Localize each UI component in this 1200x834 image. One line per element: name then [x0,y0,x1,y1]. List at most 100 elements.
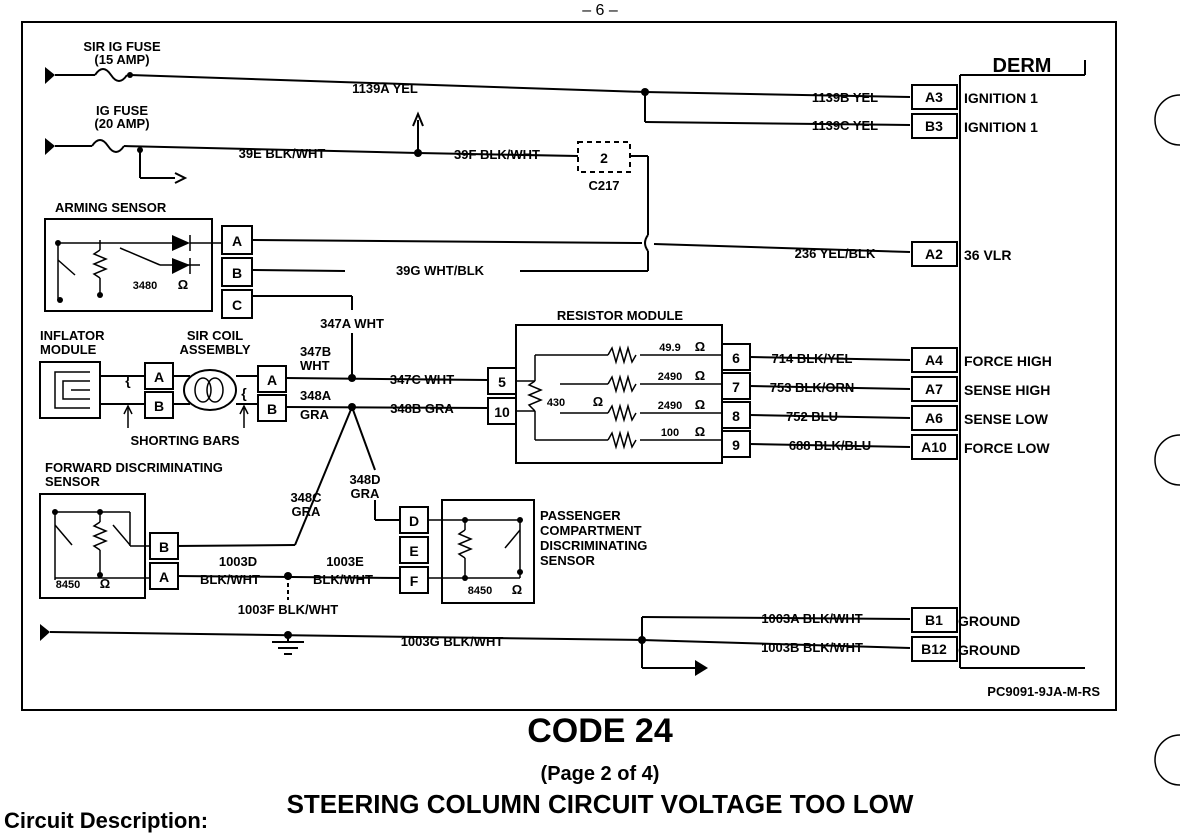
pin-5: 5 [498,374,506,390]
inflator-module: INFLATOR MODULE { [39,328,145,419]
wire-1139c-label: 1139C YEL [812,118,878,133]
derm-pin-b3: B3 [925,118,943,134]
inflator-title-2: MODULE [40,342,97,357]
wire-348b-label: 348B GRA [390,401,454,416]
pin-d: D [409,513,419,529]
wire-1003d-color: BLK/WHT [200,572,260,587]
ground-icon [272,641,304,655]
forward-discriminating-sensor: FORWARD DISCRIMINATING SENSOR 8450 Ω [39,460,223,599]
passenger-title-3: DISCRIMINATING [540,538,647,553]
derm-function: SENSE LOW [964,411,1049,427]
pin-a: A [154,369,164,385]
arming-sensor-title: ARMING SENSOR [55,200,167,215]
wire-348c-color: GRA [292,504,322,519]
page-number: – 6 – [582,2,618,19]
resistor-value: 2490 [658,371,682,383]
derm-pin-a4: A4 [925,352,943,368]
derm-function: IGNITION 1 [964,90,1038,106]
pin-9: 9 [732,437,740,453]
passenger-title-1: PASSENGER [540,508,621,523]
wire-1003g-label: 1003G BLK/WHT [401,634,504,649]
derm-pin-b12: B12 [921,641,947,657]
ground-terminal-icon [40,624,50,641]
pin-10: 10 [494,404,510,420]
pin-6: 6 [732,350,740,366]
resistor-value: 49.9 [659,342,680,354]
code-title: CODE 24 [527,712,673,750]
pin-b: B [154,398,164,414]
wire-1003b-label: 1003B BLK/WHT [761,640,863,655]
ohm-symbol: Ω [695,397,705,412]
shorting-bar-icon: { [125,372,131,388]
wire-347c-label: 347C WHT [390,372,454,387]
derm-function: FORCE LOW [964,440,1050,456]
derm-function: GROUND [958,642,1020,658]
derm-pin-a6: A6 [925,410,943,426]
passenger-sensor-connector: D E F [399,506,429,594]
ohm-symbol: Ω [512,582,522,597]
pin-b: B [159,539,169,555]
sir-coil-assembly: SIR COIL ASSEMBLY { [173,328,258,411]
wire-236-label: 236 YEL/BLK [795,246,876,261]
ohm-symbol: Ω [695,424,705,439]
inflator-title-1: INFLATOR [40,328,105,343]
sir-coil-title-2: ASSEMBLY [179,342,250,357]
ohm-symbol: Ω [178,277,188,292]
derm-pin-a3: A3 [925,89,943,105]
fault-title: STEERING COLUMN CIRCUIT VOLTAGE TOO LOW [286,789,914,819]
derm-terminals: A3 B3 A2 A4 A7 A6 A10 B1 B12 IGNITION 1 … [911,84,1052,662]
forward-sensor-connector: B A [149,532,179,590]
passenger-title-4: SENSOR [540,553,596,568]
wire-1139a-label: 1139A YEL [352,81,418,96]
c217-pin: 2 [600,150,608,166]
passenger-resistance: 8450 [468,585,492,597]
binder-hole [1154,94,1181,146]
wire-348d-color: GRA [351,486,381,501]
ohm-symbol: Ω [100,576,110,591]
wire-688-label: 688 BLK/BLU [789,438,871,453]
sir-coil-title-1: SIR COIL [187,328,243,343]
wire-347b-label: 347B [300,344,331,359]
ig-fuse-rating: (20 AMP) [94,116,149,131]
wire-347b-color: WHT [300,358,330,373]
diagram-frame [21,21,1117,711]
forward-sensor-title-1: FORWARD DISCRIMINATING [45,460,223,475]
page-indicator: (Page 2 of 4) [540,763,660,785]
wire-1003d-label: 1003D [219,554,257,569]
derm-function: FORCE HIGH [964,353,1052,369]
forward-sensor-title-2: SENSOR [45,474,101,489]
ground-terminal-icon [695,660,708,676]
ohm-symbol: Ω [695,339,705,354]
shorting-bars-label: SHORTING BARS [130,433,239,448]
pin-b: B [232,265,242,281]
wire-1003e-label: 1003E [326,554,364,569]
shorting-bar-icon: { [241,385,247,401]
derm-function: 36 VLR [964,247,1011,263]
sir-fuse-label: SIR IG FUSE [83,39,161,54]
inflator-connector: A B [144,362,174,419]
sir-ig-fuse: SIR IG FUSE (15 AMP) [45,39,161,84]
ohm-symbol: Ω [695,368,705,383]
sir-fuse-rating: (15 AMP) [94,52,149,67]
resistor-module-title: RESISTOR MODULE [557,308,683,323]
arming-connector: A B C [221,225,253,319]
derm-module: DERM [959,55,1086,669]
binder-hole [1154,434,1181,486]
figure-id: PC9091-9JA-M-RS [987,684,1100,699]
wire-39g-label: 39G WHT/BLK [396,263,485,278]
pin-8: 8 [732,408,740,424]
wire-1003e-color: BLK/WHT [313,572,373,587]
wire-348a-label: 348A [300,388,332,403]
wire-348a-color: GRA [300,407,330,422]
connector-c217: 2 C217 [577,141,631,193]
pin-b: B [267,401,277,417]
pin-c: C [232,297,242,313]
resistor-value: 100 [661,427,679,439]
derm-function: SENSE HIGH [964,382,1050,398]
wire-39f-label: 39F BLK/WHT [454,147,540,162]
resistor-value: 2490 [658,400,682,412]
passenger-title-2: COMPARTMENT [540,523,642,538]
derm-pin-a10: A10 [921,439,947,455]
wire-1003f-label: 1003F BLK/WHT [238,602,338,617]
